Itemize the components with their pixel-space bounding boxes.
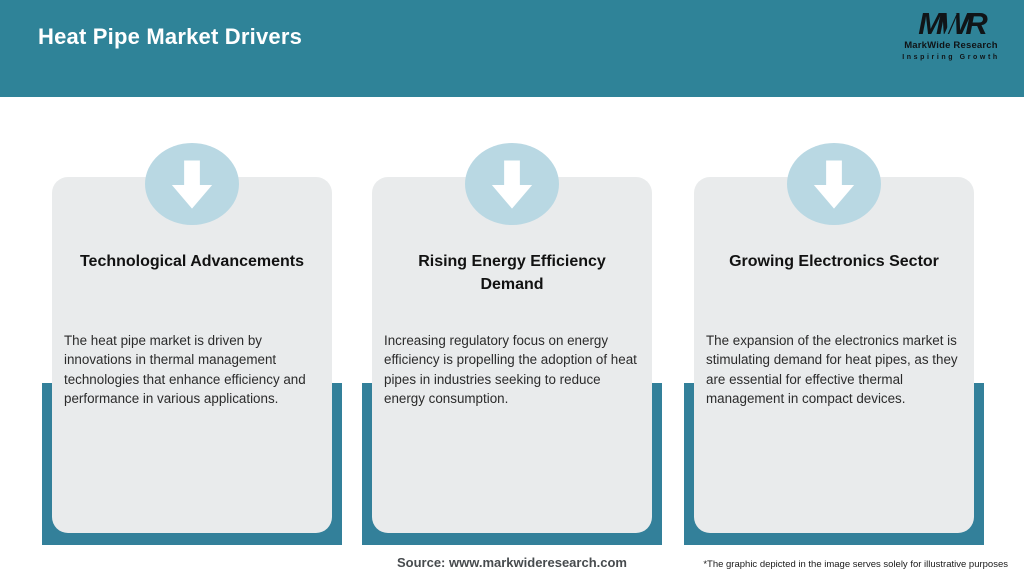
driver-card-growing-electronics-sector: Growing Electronics Sector The expansion… [684,143,984,545]
down-arrow-badge [787,143,881,225]
card-body: Growing Electronics Sector The expansion… [694,177,974,533]
down-arrow-icon [171,160,213,209]
logo-acronym: MWR [918,8,988,39]
driver-card-rising-energy-efficiency-demand: Rising Energy Efficiency Demand Increasi… [362,143,662,545]
card-title: Growing Electronics Sector [729,253,939,270]
down-arrow-icon [491,160,533,209]
down-arrow-icon [813,160,855,209]
down-arrow-badge [145,143,239,225]
logo-tagline: Inspiring Growth [902,53,1000,61]
card-description: The expansion of the electronics market … [706,333,958,406]
driver-card-technological-advancements: Technological Advancements The heat pipe… [42,143,342,545]
card-description: Increasing regulatory focus on energy ef… [384,333,637,406]
disclaimer-text: *The graphic depicted in the image serve… [703,559,1008,570]
card-body: Rising Energy Efficiency Demand Increasi… [372,177,652,533]
card-description: The heat pipe market is driven by innova… [64,333,306,406]
down-arrow-badge [465,143,559,225]
card-body: Technological Advancements The heat pipe… [52,177,332,533]
logo-slash-decoration [944,12,957,36]
source-text: Source: www.markwideresearch.com [396,555,627,570]
card-title: Rising Energy Efficiency Demand [418,253,606,293]
brand-logo: MWR MarkWide Research Inspiring Growth [896,8,1006,61]
header-bar: Heat Pipe Market Drivers MWR MarkWide Re… [0,0,1024,97]
page-title: Heat Pipe Market Drivers [38,24,303,49]
card-title: Technological Advancements [79,253,305,270]
logo-company-name: MarkWide Research [904,40,998,51]
